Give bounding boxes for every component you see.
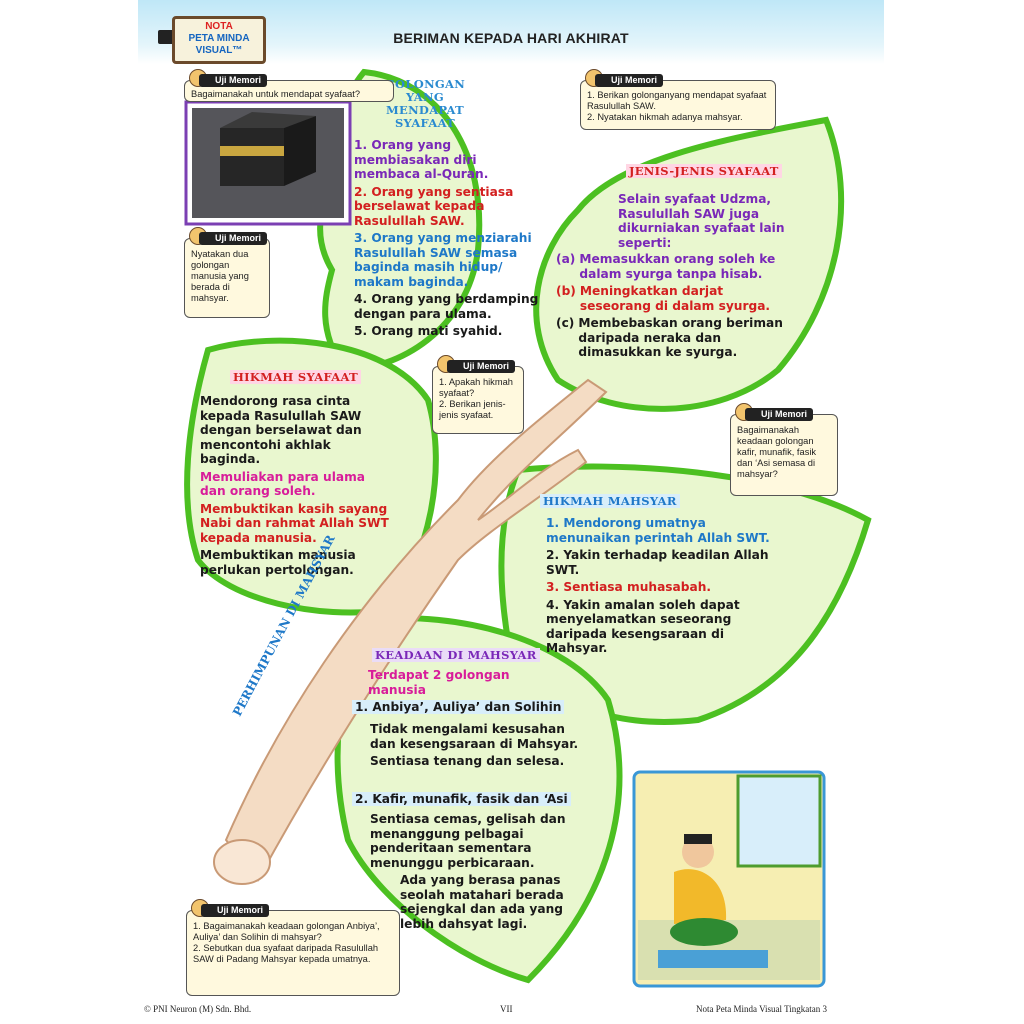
golongan-item: 2. Orang yang sentiasa berselawat kepada… bbox=[354, 184, 514, 228]
keadaan-g1-item: Tidak mengalami kesusahan dan kesengsara… bbox=[370, 722, 579, 751]
golongan-item: 3. Orang yang menziarahi Rasulullah SAW … bbox=[354, 231, 532, 289]
hikmah-syafaat-item: Membuktikan kasih sayang Nabi dan rahmat… bbox=[200, 501, 389, 545]
hikmah-syafaat-heading-text: HIKMAH SYAFAAT bbox=[230, 370, 361, 384]
page-title: BERIMAN KEPADA HARI AKHIRAT bbox=[393, 30, 629, 46]
hikmah-syafaat-heading: HIKMAH SYAFAAT bbox=[230, 370, 361, 384]
keadaan-golongan-2: 2. Kafir, munafik, fasik dan ‘Asi bbox=[352, 792, 592, 807]
golongan-item: 4. Orang yang berdamping dengan para ula… bbox=[354, 292, 539, 321]
uji-memori-tag: Uji Memori bbox=[201, 904, 270, 917]
uji-memori-box: Uji Memori 1. Berikan golonganyang menda… bbox=[580, 69, 776, 130]
nota-line3: VISUAL™ bbox=[195, 45, 243, 56]
jenis-list: (a)Memasukkan orang soleh ke dalam syurg… bbox=[556, 252, 796, 363]
uji-memori-line: Bagaimanakah keadaan golongan kafir, mun… bbox=[737, 425, 817, 479]
jenis-item-text: Meningkatkan darjat seseorang di dalam s… bbox=[579, 284, 771, 313]
uji-memori-line: Nyatakan dua golongan manusia yang berad… bbox=[191, 249, 249, 303]
jenis-intro: Selain syafaat Udzma, Rasulullah SAW jug… bbox=[618, 192, 785, 250]
uji-memori-box: Uji Memori Nyatakan dua golongan manusia… bbox=[184, 227, 270, 318]
uji-memori-line: 1. Berikan golonganyang mendapat syafaat… bbox=[587, 90, 767, 111]
keadaan-g1-list: Tidak mengalami kesusahan dan kesengsara… bbox=[370, 722, 586, 772]
jenis-item-text: Membebaskan orang beriman daripada nerak… bbox=[578, 316, 783, 359]
jenis-item-label: (a) bbox=[556, 252, 576, 266]
nota-badge: NOTA PETA MINDA VISUAL™ bbox=[172, 16, 266, 64]
jenis-heading: JENIS-JENIS SYAFAAT bbox=[626, 164, 782, 178]
hikmah-mahsyar-item: 1. Mendorong umatnya menunaikan perintah… bbox=[546, 516, 770, 545]
jenis-item: (c)Membebaskan orang beriman daripada ne… bbox=[556, 316, 796, 360]
uji-memori-tag: Uji Memori bbox=[745, 408, 814, 421]
uji-memori-line: 2. Sebutkan dua syafaat daripada Rasulul… bbox=[193, 943, 379, 964]
hikmah-mahsyar-heading-text: HIKMAH MAHSYAR bbox=[540, 494, 680, 508]
golongan-heading: GOLONGAN YANG MENDAPAT SYAFAAT bbox=[384, 77, 466, 130]
jenis-item: (a)Memasukkan orang soleh ke dalam syurg… bbox=[556, 252, 796, 281]
golongan-list: 1. Orang yang membiasakan diri membaca a… bbox=[354, 138, 544, 342]
clip-icon bbox=[158, 30, 174, 44]
keadaan-g2-item: Sentiasa cemas, gelisah dan menanggung p… bbox=[370, 812, 566, 870]
uji-memori-line: 1. Apakah hikmah syafaat? bbox=[439, 377, 513, 398]
hikmah-mahsyar-item: 2. Yakin terhadap keadilan Allah SWT. bbox=[546, 548, 769, 577]
keadaan-heading-text: KEADAAN DI MAHSYAR bbox=[372, 648, 540, 662]
uji-memori-box: Uji Memori Bagaimanakah keadaan golongan… bbox=[730, 403, 838, 496]
page: NOTA PETA MINDA VISUAL™ BERIMAN KEPADA H… bbox=[138, 0, 884, 1024]
golongan-item: 1. Orang yang membiasakan diri membaca a… bbox=[354, 138, 489, 181]
hikmah-mahsyar-list: 1. Mendorong umatnya menunaikan perintah… bbox=[546, 516, 776, 659]
uji-memori-tag: Uji Memori bbox=[447, 360, 516, 373]
jenis-item-text: Memasukkan orang soleh ke dalam syurga t… bbox=[579, 252, 776, 281]
tree-trunk bbox=[224, 378, 608, 882]
keadaan-g2-text: 2. Kafir, munafik, fasik dan ‘Asi bbox=[352, 792, 571, 806]
keadaan-g2-list: Sentiasa cemas, gelisah dan menanggung p… bbox=[370, 812, 586, 934]
uji-memori-line: 1. Bagaimanakah keadaan golongan Anbiya’… bbox=[193, 921, 380, 942]
keadaan-g1-text: 1. Anbiya’, Auliya’ dan Solihin bbox=[352, 700, 565, 714]
nota-line2: PETA MINDA bbox=[188, 33, 250, 44]
nota-line1: NOTA bbox=[205, 21, 233, 32]
uji-memori-box: Uji Memori 1. Bagaimanakah keadaan golon… bbox=[186, 899, 400, 996]
keadaan-heading: KEADAAN DI MAHSYAR bbox=[372, 648, 540, 662]
footer-book-title: Nota Peta Minda Visual Tingkatan 3 bbox=[696, 1004, 828, 1014]
uji-memori-tag: Uji Memori bbox=[199, 232, 268, 245]
footer-copyright: © PNI Neuron (M) Sdn. Bhd. bbox=[144, 1004, 252, 1014]
leaf-hikmah-mahsyar bbox=[498, 463, 872, 725]
hikmah-syafaat-item: Memuliakan para ulama dan orang soleh. bbox=[200, 469, 366, 499]
uji-memori-line: Bagaimanakah untuk mendapat syafaat? bbox=[191, 89, 361, 99]
jenis-item-label: (c) bbox=[556, 316, 575, 330]
keadaan-g2-item: Ada yang berasa panas seolah matahari be… bbox=[400, 873, 564, 931]
uji-memori-tag: Uji Memori bbox=[199, 74, 268, 87]
jenis-item: (b)Meningkatkan darjat seseorang di dala… bbox=[556, 284, 796, 313]
kaaba-picture bbox=[184, 100, 352, 226]
hikmah-mahsyar-item: 4. Yakin amalan soleh dapat menyelamatka… bbox=[546, 597, 740, 656]
uji-memori-line: 2. Nyatakan hikmah adanya mahsyar. bbox=[587, 112, 743, 122]
hikmah-syafaat-item: Mendorong rasa cinta kepada Rasulullah S… bbox=[200, 394, 362, 466]
hikmah-mahsyar-item: 3. Sentiasa muhasabah. bbox=[546, 580, 712, 594]
hikmah-mahsyar-heading: HIKMAH MAHSYAR bbox=[540, 494, 680, 508]
uji-memori-tag: Uji Memori bbox=[595, 74, 664, 87]
hikmah-syafaat-list: Mendorong rasa cinta kepada Rasulullah S… bbox=[200, 394, 394, 580]
uji-memori-line: 2. Berikan jenis-jenis syafaat. bbox=[439, 399, 506, 420]
hikmah-syafaat-item: Membuktikan manusia perlukan pertolongan… bbox=[200, 548, 356, 577]
golongan-item: 5. Orang mati syahid. bbox=[354, 324, 503, 338]
jenis-item-label: (b) bbox=[556, 284, 576, 298]
jenis-heading-text: JENIS-JENIS SYAFAAT bbox=[626, 164, 782, 178]
trunk-cut bbox=[213, 839, 271, 885]
footer-page-number: VII bbox=[500, 1004, 513, 1014]
keadaan-g1-item: Sentiasa tenang dan selesa. bbox=[370, 754, 565, 768]
keadaan-intro: Terdapat 2 golongan manusia bbox=[368, 668, 510, 697]
keadaan-golongan-1: 1. Anbiya’, Auliya’ dan Solihin bbox=[352, 700, 592, 715]
uji-memori-box: Uji Memori 1. Apakah hikmah syafaat? 2. … bbox=[432, 355, 524, 434]
prayer-picture bbox=[632, 770, 826, 988]
uji-memori-box: Uji Memori Bagaimanakah untuk mendapat s… bbox=[184, 69, 394, 102]
